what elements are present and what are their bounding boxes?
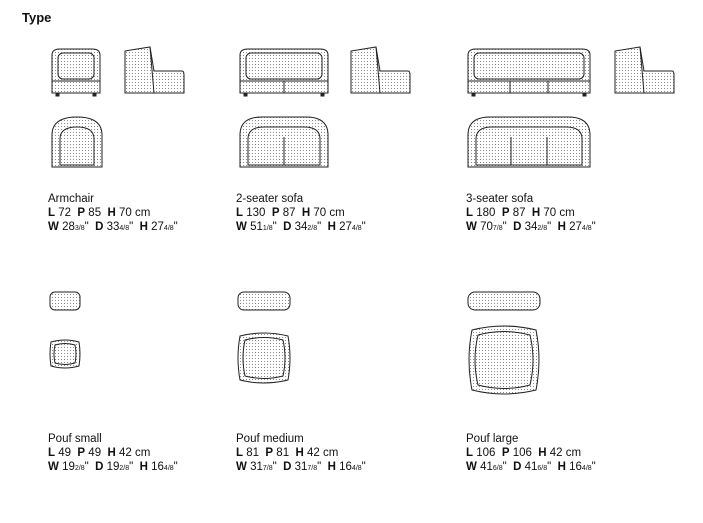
- caption-3-seater: 3-seater sofa L 180 P 87 H 70 cm W 707/8…: [466, 192, 596, 236]
- metric-dimensions: L 72 P 85 H 70 cm: [48, 207, 151, 219]
- product-name: Pouf medium: [236, 433, 304, 445]
- metric-dimensions: L 130 P 87 H 70 cm: [236, 207, 345, 219]
- armchair-side-view: [124, 46, 185, 94]
- metric-dimensions: L 180 P 87 H 70 cm: [466, 207, 575, 219]
- pouf-medium-front-view: [237, 291, 291, 311]
- armchair-front-view: [51, 48, 101, 97]
- imperial-dimensions: W 707/8" D 342/8" H 274/8": [466, 221, 596, 233]
- pouf-small-front-view: [49, 291, 81, 311]
- imperial-dimensions: W 416/8" D 416/8" H 164/8": [466, 461, 596, 473]
- caption-pouf-large: Pouf large L 106 P 106 H 42 cm W 416/8" …: [466, 432, 596, 476]
- caption-armchair: Armchair L 72 P 85 H 70 cm W 283/8" D 33…: [48, 192, 178, 236]
- imperial-dimensions: W 192/8" D 192/8" H 164/8": [48, 461, 178, 473]
- caption-2-seater: 2-seater sofa L 130 P 87 H 70 cm W 511/8…: [236, 192, 366, 236]
- 2-seater-front-view: [239, 48, 329, 97]
- section-title: Type: [22, 10, 52, 25]
- imperial-dimensions: W 283/8" D 334/8" H 274/8": [48, 221, 178, 233]
- pouf-large-top-view: [468, 325, 540, 395]
- metric-dimensions: L 49 P 49 H 42 cm: [48, 447, 151, 459]
- 2-seater-side-view: [350, 46, 411, 94]
- pouf-medium-top-view: [237, 332, 291, 384]
- product-name: 2-seater sofa: [236, 193, 304, 205]
- armchair-top-view: [51, 116, 103, 168]
- pouf-small-top-view: [49, 339, 81, 369]
- metric-dimensions: L 81 P 81 H 42 cm: [236, 447, 339, 459]
- imperial-dimensions: W 511/8" D 342/8" H 274/8": [236, 221, 366, 233]
- imperial-dimensions: W 317/8" D 317/8" H 164/8": [236, 461, 366, 473]
- 3-seater-side-view: [614, 46, 675, 94]
- product-name: Pouf small: [48, 433, 102, 445]
- product-name: 3-seater sofa: [466, 193, 534, 205]
- product-name: Armchair: [48, 193, 95, 205]
- caption-pouf-medium: Pouf medium L 81 P 81 H 42 cm W 317/8" D…: [236, 432, 366, 476]
- caption-pouf-small: Pouf small L 49 P 49 H 42 cm W 192/8" D …: [48, 432, 178, 476]
- metric-dimensions: L 106 P 106 H 42 cm: [466, 447, 582, 459]
- pouf-large-front-view: [467, 291, 541, 311]
- 2-seater-top-view: [239, 116, 329, 168]
- 3-seater-top-view: [467, 116, 591, 168]
- 3-seater-front-view: [467, 48, 591, 97]
- product-name: Pouf large: [466, 433, 519, 445]
